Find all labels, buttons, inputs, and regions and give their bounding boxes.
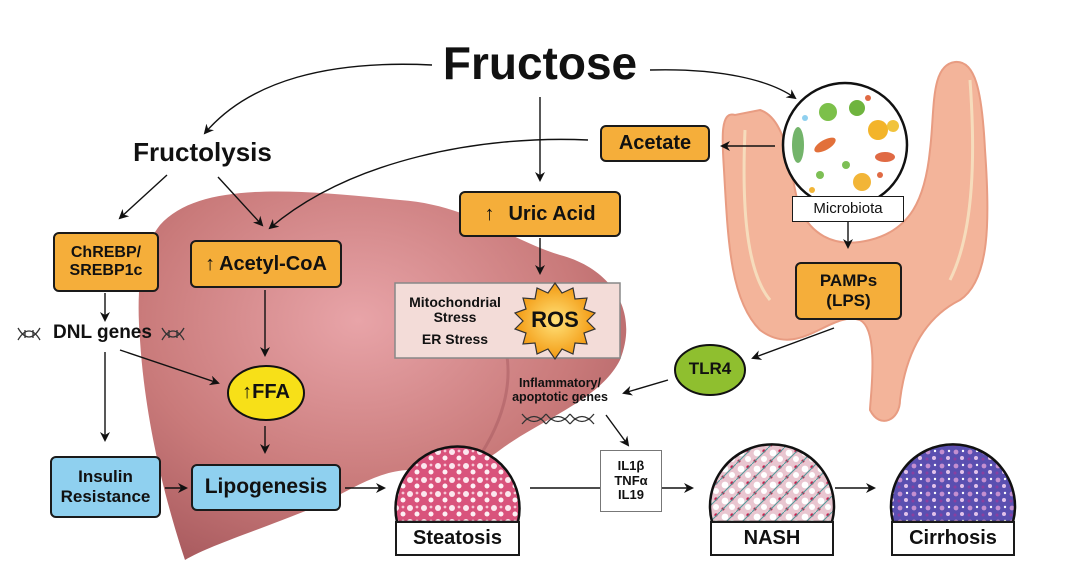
ros-burst [513,281,597,361]
steatosis-label: Steatosis [413,527,502,549]
acetate-box: Acetate [600,125,710,162]
cytokines-label: IL1β TNFα IL19 [614,457,648,503]
microbiota-label-box: Microbiota [792,196,904,222]
chrebp-srebp1c-label: ChREBP/ SREBP1c [69,243,143,279]
up-arrow-icon: ↑ [242,381,253,403]
ros-label: ROS [531,307,579,332]
cirrhosis-label-box: Cirrhosis [891,521,1015,556]
nash-label: NASH [743,527,801,549]
uric-acid-label: Uric Acid [508,202,596,225]
nash-histology [708,443,836,524]
er-stress-label: ER Stress [421,331,489,347]
chrebp-srebp1c-box: ChREBP/ SREBP1c [53,232,159,292]
cirrhosis-histology [889,443,1017,524]
pathway-arrows [100,63,876,493]
lipogenesis-box: Lipogenesis [191,464,341,511]
ffa-ellipse [227,365,305,421]
dna-icon [161,327,185,341]
fructose-title: Fructose [442,37,638,89]
pamps-lps-label: PAMPs (LPS) [819,271,878,310]
acetyl-coa-label: Acetyl-CoA [219,252,327,275]
mitochondrial-stress-label: Mitochondrial Stress [409,294,501,326]
ffa-label: ↑FFA [230,381,302,403]
insulin-resistance-label: Insulin Resistance [60,467,151,506]
pamps-lps-box: PAMPs (LPS) [795,262,902,320]
dna-icon [521,413,595,425]
acetyl-coa-box: ↑ Acetyl-CoA [190,240,342,288]
nash-label-box: NASH [710,521,834,556]
dna-icon [17,327,41,341]
lipogenesis-label: Lipogenesis [204,475,328,499]
steatosis-label-box: Steatosis [395,521,520,556]
microbiota-label: Microbiota [813,200,883,218]
cytokines-box: IL1β TNFα IL19 [600,450,662,512]
up-arrow-icon: ↑ [205,252,216,275]
uric-acid-box: ↑ Uric Acid [459,191,621,237]
insulin-resistance-box: Insulin Resistance [50,456,161,518]
ffa-text: FFA [252,381,290,403]
up-arrow-icon: ↑ [484,202,495,225]
steatosis-histology [394,445,521,524]
dnl-genes-label: DNL genes [53,322,152,343]
microbiota-illustration [781,81,909,209]
cirrhosis-label: Cirrhosis [909,527,997,549]
fructolysis-label: Fructolysis [133,137,272,167]
inflammatory-genes-label: Inflammatory/ apoptotic genes [512,376,608,404]
tlr4-label: TLR4 [688,359,732,378]
acetate-label: Acetate [618,132,692,154]
tlr4-ellipse [674,344,746,396]
